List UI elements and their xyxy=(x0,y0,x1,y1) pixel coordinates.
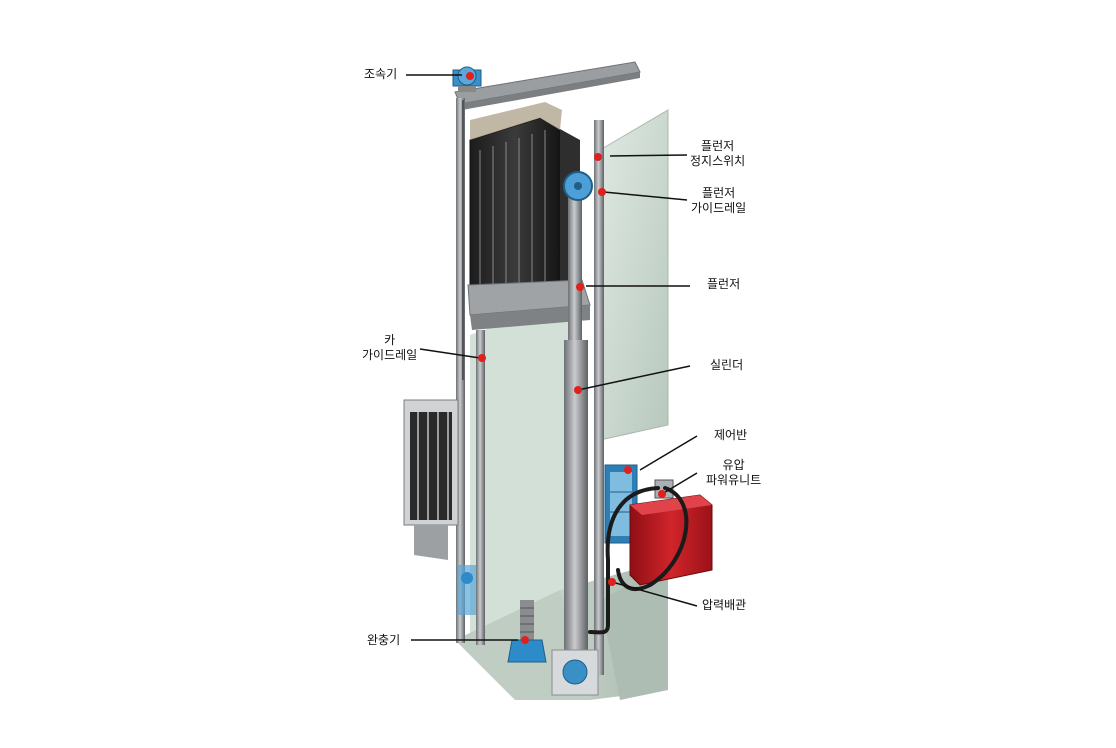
marker-governor xyxy=(466,72,474,80)
marker-plunger xyxy=(576,283,584,291)
label-cylinder: 실린더 xyxy=(710,358,744,372)
label-hydraulic-power-unit-line1: 유압 xyxy=(722,458,745,472)
pit-equipment xyxy=(458,565,476,615)
label-plunger: 플런저 xyxy=(707,277,741,291)
label-hydraulic-power-unit: 유압 파워유니트 xyxy=(706,458,761,488)
label-car-guide-rail-line2: 가이드레일 xyxy=(362,348,418,362)
marker-hydraulic-power-unit xyxy=(658,490,666,498)
marker-cylinder xyxy=(574,386,582,394)
top-beam xyxy=(454,61,641,110)
label-governor: 조속기 xyxy=(364,67,398,81)
label-plunger-stop-switch-line1: 플런저 xyxy=(701,139,735,153)
label-plunger-stop-switch-line2: 정지스위치 xyxy=(690,154,746,168)
label-pressure-piping: 압력배관 xyxy=(702,598,747,612)
label-plunger-stop-switch: 플런저 정지스위치 xyxy=(690,139,745,169)
elevator-car xyxy=(467,102,591,330)
plunger-guide-rail xyxy=(594,120,604,675)
landing-door xyxy=(403,399,459,560)
buffer xyxy=(507,600,547,663)
pressure-piping xyxy=(588,486,689,635)
leader-lines xyxy=(406,74,698,641)
label-buffer: 완충기 xyxy=(367,633,401,647)
label-plunger-guide-rail: 플런저 가이드레일 xyxy=(691,186,746,216)
label-plunger-guide-rail-line1: 플런저 xyxy=(702,186,736,200)
marker-car-guide-rail xyxy=(478,354,486,362)
label-hydraulic-power-unit-line2: 파워유니트 xyxy=(706,473,762,487)
marker-control-panel xyxy=(624,466,632,474)
marker-plunger-guide-rail xyxy=(598,188,606,196)
marker-dots xyxy=(466,72,666,644)
hydraulic-power-unit xyxy=(629,479,713,586)
label-plunger-guide-rail-line2: 가이드레일 xyxy=(691,201,747,215)
marker-plunger-stop-switch xyxy=(594,153,602,161)
marker-buffer xyxy=(521,636,529,644)
marker-pressure-piping xyxy=(608,578,616,586)
label-car-guide-rail: 카 가이드레일 xyxy=(362,333,417,363)
car-guide-rails xyxy=(456,98,485,645)
label-control-panel: 제어반 xyxy=(714,428,748,442)
label-car-guide-rail-line1: 카 xyxy=(384,333,396,347)
